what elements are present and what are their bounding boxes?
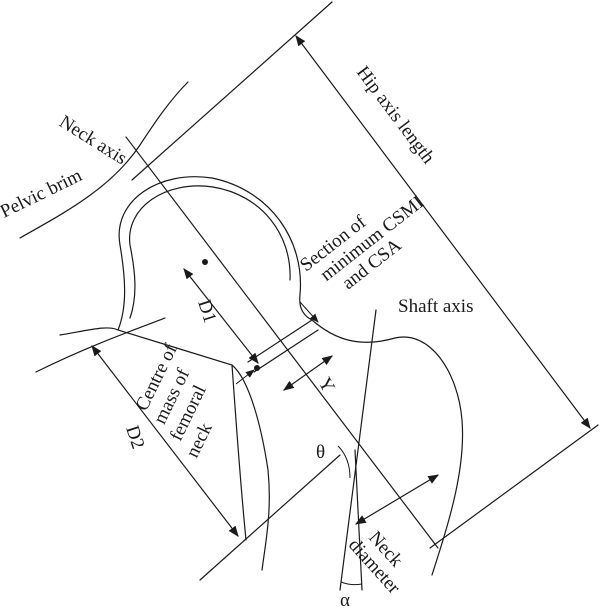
- theta-arc: [337, 445, 351, 479]
- neck-diameter-label-group: Neck diameter: [344, 527, 407, 598]
- hip-axis-length-label: Hip axis length: [352, 62, 439, 168]
- shaft-axis-label: Shaft axis: [398, 296, 473, 317]
- acetabulum-outline: [129, 185, 291, 319]
- alpha-arc: [340, 581, 363, 586]
- hip-axis-lower-boundary: [429, 424, 599, 549]
- min-csmi-section-line-a: [247, 319, 313, 363]
- shaft-inner-contour: [231, 364, 247, 541]
- neck-diameter-dimension: [355, 474, 439, 525]
- d1-dimension: [183, 268, 259, 364]
- hip-axis-upper-boundary: [131, 1, 333, 181]
- centre-of-mass-pointer-arrow: [235, 369, 255, 385]
- pelvic-brim-label: Pelvic brim: [0, 165, 86, 223]
- shaft-axis-line: [339, 309, 377, 591]
- neck-axis-line: [125, 136, 439, 549]
- y-label: Y: [314, 374, 339, 397]
- theta-label: θ: [316, 442, 325, 463]
- lower-boundary-line: [199, 454, 341, 581]
- y-dimension: [283, 355, 333, 391]
- pelvic-brim-curve: [19, 81, 189, 239]
- d2-dimension: [91, 345, 239, 537]
- min-csmi-section-line-b: [253, 329, 319, 373]
- head-base-line: [35, 317, 166, 373]
- femoral-head-centre-dot: [202, 259, 208, 265]
- section-label-group: Section of minimum CSMI and CSA: [296, 192, 428, 294]
- d1-label: D1: [193, 297, 220, 326]
- section-pointer-arrow: [299, 301, 319, 323]
- hip-axis-length-dimension: [295, 35, 591, 429]
- alpha-label: α: [340, 590, 350, 611]
- centre-of-mass-label-group: Centre of mass of femoral neck: [132, 340, 217, 461]
- neck-axis-label: Neck axis: [55, 111, 130, 169]
- d2-label: D2: [121, 423, 148, 452]
- alpha-reference-line: [354, 449, 363, 591]
